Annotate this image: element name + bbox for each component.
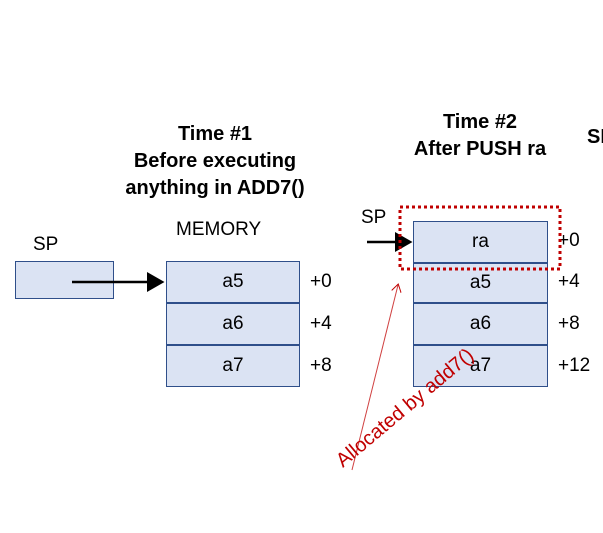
- offset-label: +12: [558, 355, 591, 376]
- annotation-pointer: [351, 285, 398, 471]
- memory-cell-a7: a7: [166, 345, 300, 387]
- time2-title: Time #2 After PUSH ra: [370, 109, 590, 163]
- cut-off-text: SI: [587, 126, 603, 148]
- offset-label: +4: [310, 313, 332, 334]
- offset-label: +8: [558, 313, 580, 334]
- time2-title-line2: After PUSH ra: [413, 138, 547, 160]
- memory-cell-a5: a5: [166, 261, 300, 303]
- memory-cell-ra: ra: [413, 221, 548, 263]
- offset-label: +0: [558, 230, 580, 251]
- sp-label-time1: SP: [33, 234, 59, 255]
- memory-cell-a6: a6: [413, 303, 548, 345]
- time2-title-line1: Time #2: [442, 111, 518, 133]
- memory-cell-a7: a7: [413, 345, 548, 387]
- time1-title-line3: anything in ADD7(): [125, 177, 305, 199]
- memory-label: MEMORY: [176, 219, 262, 240]
- offset-label: +4: [558, 271, 580, 292]
- time1-title-line1: Time #1: [177, 123, 253, 145]
- sp-register-box: [15, 261, 114, 299]
- offset-label: +0: [310, 271, 332, 292]
- offset-label: +8: [310, 355, 332, 376]
- memory-cell-a6: a6: [166, 303, 300, 345]
- sp-label-time2: SP: [361, 207, 387, 228]
- time1-title-line2: Before executing: [133, 150, 297, 172]
- time1-title: Time #1 Before executing anything in ADD…: [105, 121, 325, 202]
- allocation-highlight-box: [398, 205, 562, 271]
